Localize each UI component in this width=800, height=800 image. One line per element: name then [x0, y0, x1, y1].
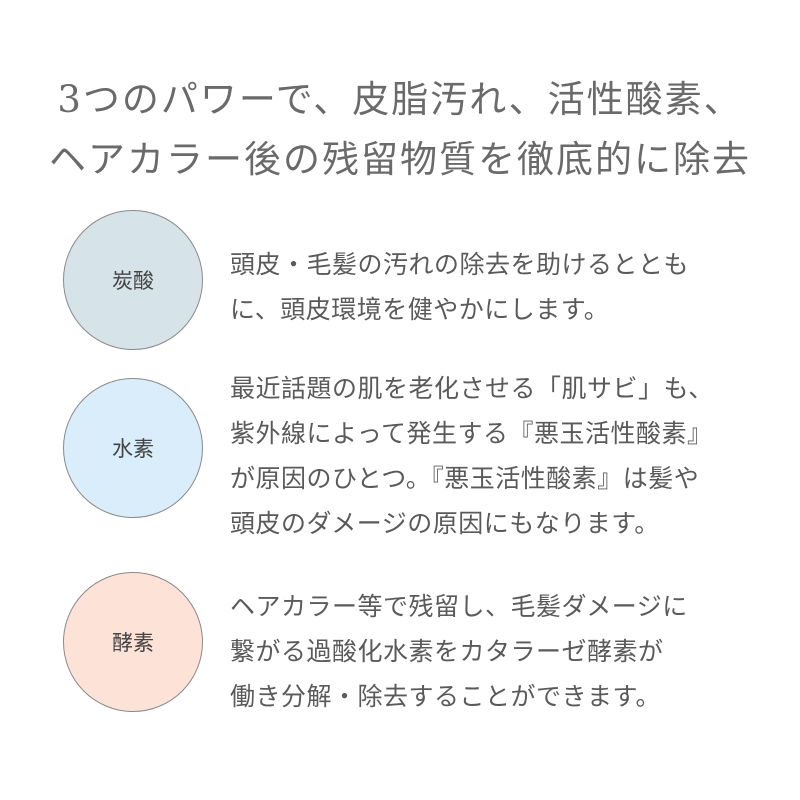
- headline-line-2: ヘアカラー後の残留物質を徹底的に除去: [49, 138, 751, 181]
- hydrogen-description: 最近話題の肌を老化させる「肌サビ」も、 紫外線によって発生する『悪玉活性酸素』 …: [230, 366, 770, 546]
- hydrogen-circle-badge: 水素: [63, 378, 203, 518]
- desc-line: ヘアカラー等で残留し、毛髪ダメージに: [230, 592, 688, 621]
- headline: 3つのパワーで、皮脂汚れ、活性酸素、 ヘアカラー後の残留物質を徹底的に除去: [0, 70, 800, 190]
- carbonic-description: 頭皮・毛髪の汚れの除去を助けるととも に、頭皮環境を健やかにします。: [230, 242, 770, 332]
- enzyme-label: 酵素: [112, 631, 154, 655]
- desc-line: 頭皮・毛髪の汚れの除去を助けるととも: [230, 250, 690, 279]
- desc-line: 繋がる過酸化水素をカタラーゼ酵素が: [230, 637, 664, 666]
- desc-line: が原因のひとつ。『悪玉活性酸素』は髪や: [230, 464, 700, 493]
- headline-line-1: 3つのパワーで、皮脂汚れ、活性酸素、: [57, 78, 743, 121]
- desc-line: 紫外線によって発生する『悪玉活性酸素』: [230, 419, 713, 448]
- desc-line: 働き分解・除去することができます。: [230, 682, 662, 711]
- desc-line: 最近話題の肌を老化させる「肌サビ」も、: [230, 374, 714, 403]
- carbonic-circle-badge: 炭酸: [63, 210, 203, 350]
- desc-line: に、頭皮環境を健やかにします。: [230, 295, 610, 324]
- enzyme-circle-badge: 酵素: [63, 572, 203, 712]
- hydrogen-label: 水素: [112, 437, 154, 461]
- desc-line: 頭皮のダメージの原因にもなります。: [230, 509, 660, 538]
- carbonic-label: 炭酸: [112, 269, 154, 293]
- enzyme-description: ヘアカラー等で残留し、毛髪ダメージに 繋がる過酸化水素をカタラーゼ酵素が 働き分…: [230, 584, 770, 719]
